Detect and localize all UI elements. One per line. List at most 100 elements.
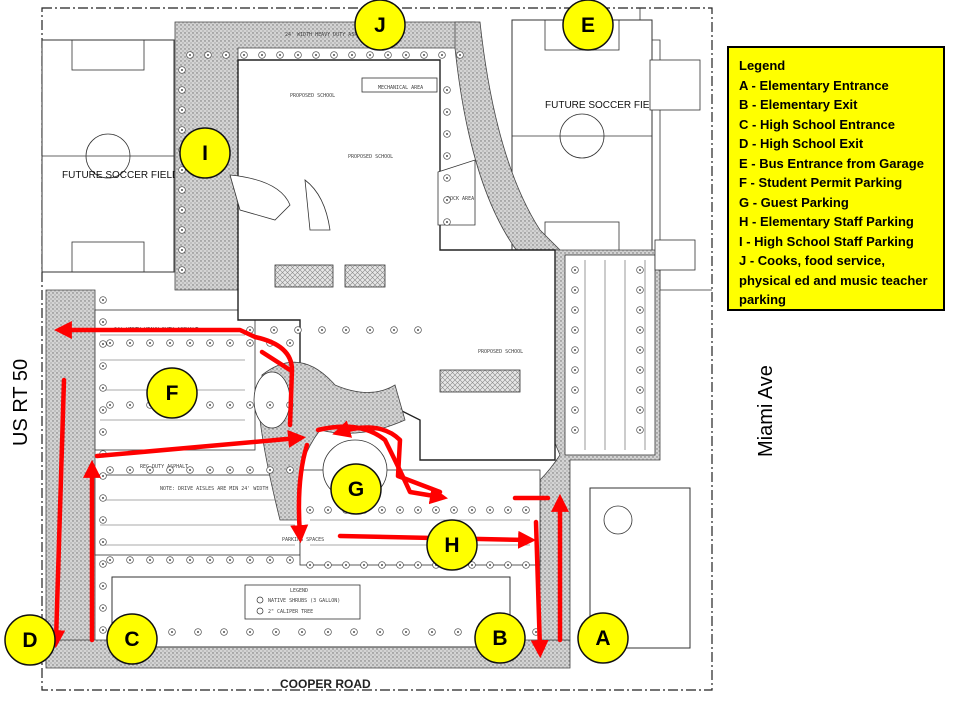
cooper-road-label: COOPER ROAD (280, 677, 371, 691)
legend-item-b: B - Elementary Exit (739, 97, 858, 112)
marker-f-label: F (166, 382, 179, 405)
tree-icon (324, 506, 332, 514)
marker-c-circle (106, 613, 158, 665)
tree-icon (396, 506, 404, 514)
marker-e-label: E (581, 14, 595, 37)
arrow-return (259, 349, 293, 373)
tree-icon (206, 466, 214, 474)
tree-icon (486, 506, 494, 514)
tree-icon (286, 466, 294, 474)
tree-icon (324, 561, 332, 569)
tree-icon (454, 628, 462, 636)
tree-icon (450, 506, 458, 514)
tree-icon (99, 626, 107, 634)
tree-icon (330, 51, 338, 59)
tree-icon (99, 560, 107, 568)
tree-icon (636, 386, 644, 394)
tree-icon (443, 196, 451, 204)
marker-a-circle (577, 612, 629, 664)
tree-icon (146, 556, 154, 564)
tree-icon (186, 466, 194, 474)
tree-icon (226, 556, 234, 564)
marker-d-circle (4, 614, 56, 666)
native-shrubs-label: NATIVE SHRUBS (3 GALLON) (268, 598, 340, 604)
marker-i-label: I (202, 142, 208, 165)
tree-icon (178, 66, 186, 74)
tree-icon (443, 130, 451, 138)
caliper-tree-label: 2" CALIPER TREE (268, 609, 313, 615)
tree-icon (571, 326, 579, 334)
legend-item-h: H - Elementary Staff Parking (739, 214, 914, 229)
tree-icon (571, 386, 579, 394)
marker-b-circle (474, 612, 526, 664)
tree-icon (571, 306, 579, 314)
tree-icon (99, 384, 107, 392)
tree-icon (306, 561, 314, 569)
legend-title: Legend (739, 58, 786, 73)
legend-item-a: A - Elementary Entrance (739, 77, 889, 93)
mechanical-label: MECHANICAL AREA (378, 85, 423, 91)
tree-icon (186, 339, 194, 347)
tree-icon (99, 582, 107, 590)
tree-icon (384, 51, 392, 59)
marker-j-label: J (374, 14, 386, 37)
tree-icon (99, 604, 107, 612)
tree-icon (366, 326, 374, 334)
tree-icon (178, 86, 186, 94)
soccer-west-label: FUTURE SOCCER FIELD (62, 170, 179, 181)
tree-icon (99, 472, 107, 480)
tree-icon (428, 628, 436, 636)
tree-icon (186, 51, 194, 59)
school-east-label: PROPOSED SCHOOL (478, 349, 523, 355)
tree-icon (378, 506, 386, 514)
tree-icon (636, 346, 644, 354)
tree-icon (276, 51, 284, 59)
tree-icon (468, 506, 476, 514)
tree-icon (443, 174, 451, 182)
tree-icon (318, 326, 326, 334)
tree-icon (348, 51, 356, 59)
tree-icon (99, 428, 107, 436)
tree-icon (312, 51, 320, 59)
tree-icon (226, 466, 234, 474)
marker-j-circle (354, 0, 406, 51)
tree-icon (178, 206, 186, 214)
asphalt-label-north: 24' WIDTH HEAVY DUTY ASPHALT (285, 32, 369, 38)
legend-item-c: C - High School Entrance (739, 116, 896, 132)
tree-icon (443, 108, 451, 116)
legend-item-g: G - Guest Parking (739, 194, 849, 210)
legend-item-f: F - Student Permit Parking (739, 175, 903, 190)
tree-icon (146, 466, 154, 474)
tree-icon (126, 556, 134, 564)
us-rt-50-label: US RT 50 (10, 359, 32, 446)
tree-icon (246, 339, 254, 347)
tree-icon (294, 51, 302, 59)
tree-icon (194, 628, 202, 636)
note-drive-label: NOTE: DRIVE AISLES ARE MIN 24' WIDTH (160, 486, 268, 492)
traffic-arrows (47, 321, 569, 659)
tree-icon (178, 266, 186, 274)
tree-icon (258, 51, 266, 59)
soccer-field-east (511, 19, 653, 253)
legend-item-i: I - High School Staff Parking (739, 233, 914, 249)
tree-icon (168, 628, 176, 636)
tree-icon (206, 401, 214, 409)
arrow-lot-f-in (94, 429, 307, 459)
parking-lot-east (564, 254, 656, 456)
plan-legend-frame (111, 576, 511, 648)
tree-icon (240, 51, 248, 59)
tree-icon (99, 362, 107, 370)
tree-icon (126, 466, 134, 474)
tree-icon (178, 226, 186, 234)
plan-legend-title: LEGEND (290, 588, 308, 594)
marker-a-label: A (595, 627, 610, 650)
tree-icon (636, 306, 644, 314)
tree-icon (376, 628, 384, 636)
tree-icon (99, 406, 107, 414)
tree-icon (272, 628, 280, 636)
soccer-east-label: FUTURE SOCCER FIELD (545, 100, 662, 111)
arrow-exit-b (530, 519, 549, 659)
tree-icon (99, 516, 107, 524)
tree-icon (522, 561, 530, 569)
